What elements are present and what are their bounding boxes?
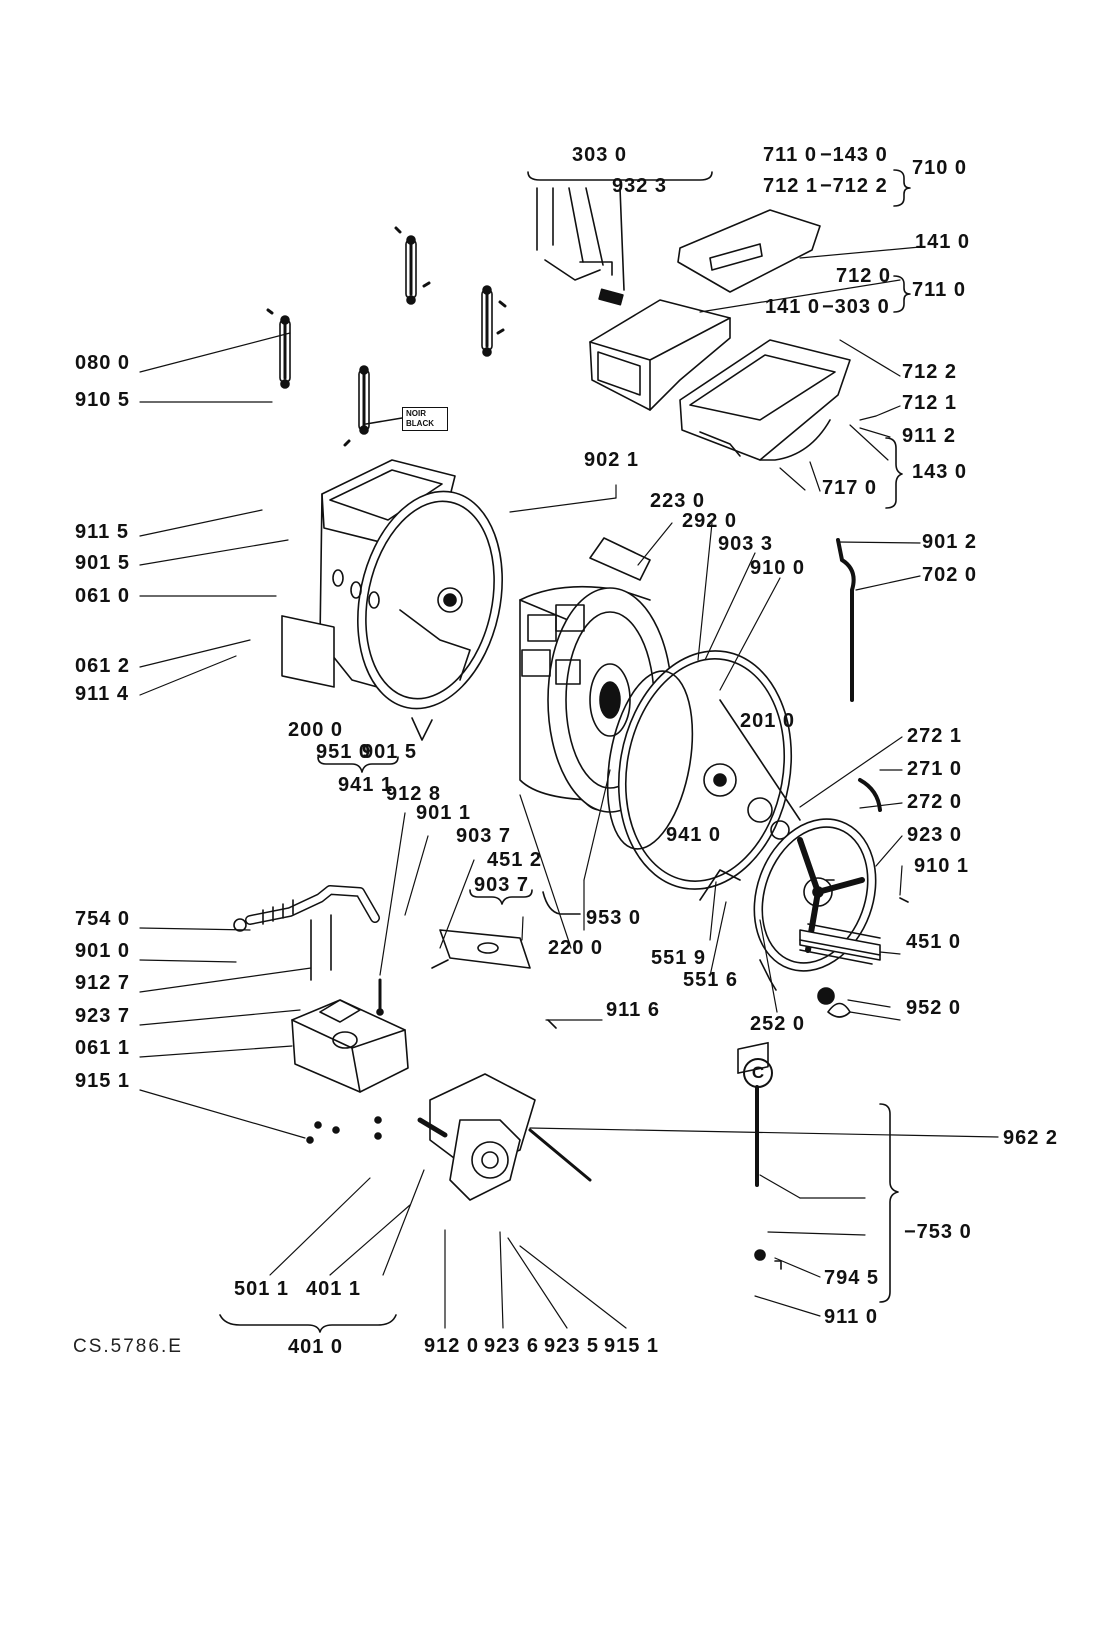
label-9015: 901 5 <box>75 552 131 574</box>
label-3030: 303 0 <box>572 144 628 166</box>
label-1410: 141 0 <box>915 231 971 253</box>
label-9530: 953 0 <box>586 907 642 929</box>
label-4011: 401 1 <box>306 1278 362 1300</box>
label-4510: 451 0 <box>906 931 962 953</box>
label-0611: 061 1 <box>75 1037 131 1059</box>
label-9021: 902 1 <box>584 449 640 471</box>
tag-line-1: NOIR <box>406 409 426 418</box>
label-7120: 712 0 <box>836 265 892 287</box>
shock-absorber-2 <box>481 285 507 357</box>
label-2920: 292 0 <box>682 510 738 532</box>
label-7122: 712 2 <box>902 361 958 383</box>
label-2000: 200 0 <box>288 719 344 741</box>
label-9622: 962 2 <box>1003 1127 1059 1149</box>
label-7121: 712 1 <box>902 392 958 414</box>
drawing-code: CS.5786.E <box>73 1336 183 1357</box>
label-9112: 911 2 <box>902 425 956 447</box>
label-3030-b: −303 0 <box>822 296 890 318</box>
dispenser-group <box>527 171 851 461</box>
label-0610: 061 0 <box>75 585 131 607</box>
label-9151-b: 915 1 <box>604 1335 660 1357</box>
label-9114: 911 4 <box>75 683 129 705</box>
label-1430: 143 0 <box>912 461 968 483</box>
label-9012: 901 2 <box>922 531 978 553</box>
noir-black-tag: NOIR BLACK <box>402 407 448 431</box>
filter-tray <box>431 929 531 969</box>
label-9128: 912 8 <box>386 783 442 805</box>
label-9011: 901 1 <box>416 802 472 824</box>
label-2710: 271 0 <box>907 758 963 780</box>
pump <box>417 1073 592 1201</box>
label-9236: 923 6 <box>484 1335 540 1357</box>
tub-rear-half <box>606 650 801 901</box>
label-2230: 223 0 <box>650 490 706 512</box>
label-9237: 923 7 <box>75 1005 131 1027</box>
label-9110: 911 0 <box>824 1306 878 1328</box>
shock-absorber-3 <box>266 308 291 389</box>
label-2200: 220 0 <box>548 937 604 959</box>
label-9037-b: 903 7 <box>474 874 530 896</box>
label-9520: 952 0 <box>906 997 962 1019</box>
label-9410: 941 0 <box>666 824 722 846</box>
label-4010: 401 0 <box>288 1336 344 1358</box>
label-0800: 080 0 <box>75 352 131 374</box>
heater <box>799 923 881 1005</box>
label-5516: 551 6 <box>683 969 739 991</box>
label-7945: 794 5 <box>824 1267 880 1289</box>
label-2720: 272 0 <box>907 791 963 813</box>
label-9411: 941 1 <box>338 774 394 796</box>
label-9101: 910 1 <box>914 855 970 877</box>
label-9116: 911 6 <box>606 999 660 1021</box>
label-1430-top: −143 0 <box>820 144 888 166</box>
label-2721: 272 1 <box>907 725 963 747</box>
label-4512: 451 2 <box>487 849 543 871</box>
label-9105: 910 5 <box>75 389 131 411</box>
label-7020: 702 0 <box>922 564 978 586</box>
label-9015-b: 901 5 <box>362 741 418 763</box>
label-9115: 911 5 <box>75 521 129 543</box>
label-7110: 711 0 <box>912 279 966 301</box>
tag-line-2: BLACK <box>406 419 434 428</box>
tub-front-half <box>281 459 503 741</box>
counterweight <box>291 999 409 1144</box>
pulley <box>753 778 882 972</box>
label-9010: 901 0 <box>75 940 131 962</box>
label-2010: 201 0 <box>740 710 796 732</box>
label-9151: 915 1 <box>75 1070 131 1092</box>
label-7110-top: 711 0 <box>763 144 817 166</box>
label-1410-b: 141 0 <box>765 296 821 318</box>
leader-lines <box>139 246 999 1329</box>
label-9127: 912 7 <box>75 972 131 994</box>
label-5011: 501 1 <box>234 1278 290 1300</box>
shock-absorber-1 <box>394 226 431 305</box>
label-9120: 912 0 <box>424 1335 480 1357</box>
label-9230: 923 0 <box>907 824 963 846</box>
label-7170: 717 0 <box>822 477 878 499</box>
circle-marker: C <box>743 1058 773 1088</box>
label-5519: 551 9 <box>651 947 707 969</box>
label-7540: 754 0 <box>75 908 131 930</box>
label-9323: 932 3 <box>612 175 668 197</box>
braces <box>219 169 911 1333</box>
inlet-hose <box>233 885 380 932</box>
label-9235: 923 5 <box>544 1335 600 1357</box>
label-0612: 061 2 <box>75 655 131 677</box>
label-9037: 903 7 <box>456 825 512 847</box>
label-9033: 903 3 <box>718 533 774 555</box>
label-2520: 252 0 <box>750 1013 806 1035</box>
screws-bottom-left <box>310 914 384 1016</box>
label-7100: 710 0 <box>912 157 968 179</box>
label-9510: 951 0 <box>316 741 372 763</box>
label-7121-top: 712 1 <box>763 175 819 197</box>
label-9100: 910 0 <box>750 557 806 579</box>
shock-absorber-4 <box>343 365 370 447</box>
label-7122-top: −712 2 <box>820 175 888 197</box>
label-7530: −753 0 <box>904 1221 972 1243</box>
